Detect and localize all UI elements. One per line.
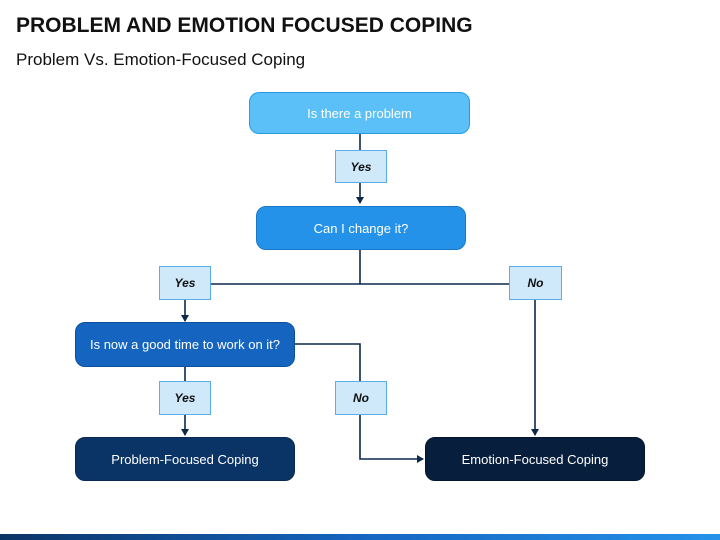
- node-emotion-focused-coping: Emotion-Focused Coping: [425, 437, 645, 481]
- node-good-time-to-work: Is now a good time to work on it?: [75, 322, 295, 367]
- label-no-1: No: [509, 266, 562, 300]
- footer-bar: [0, 534, 720, 540]
- node-is-there-a-problem: Is there a problem: [249, 92, 470, 134]
- label-no-2: No: [335, 381, 387, 415]
- node-can-i-change-it: Can I change it?: [256, 206, 466, 250]
- page-subtitle: Problem Vs. Emotion-Focused Coping: [16, 50, 306, 69]
- page-title: PROBLEM AND EMOTION FOCUSED COPING: [16, 14, 473, 37]
- node-problem-focused-coping: Problem-Focused Coping: [75, 437, 295, 481]
- label-yes-2: Yes: [159, 266, 211, 300]
- label-yes-1: Yes: [335, 150, 387, 183]
- label-yes-3: Yes: [159, 381, 211, 415]
